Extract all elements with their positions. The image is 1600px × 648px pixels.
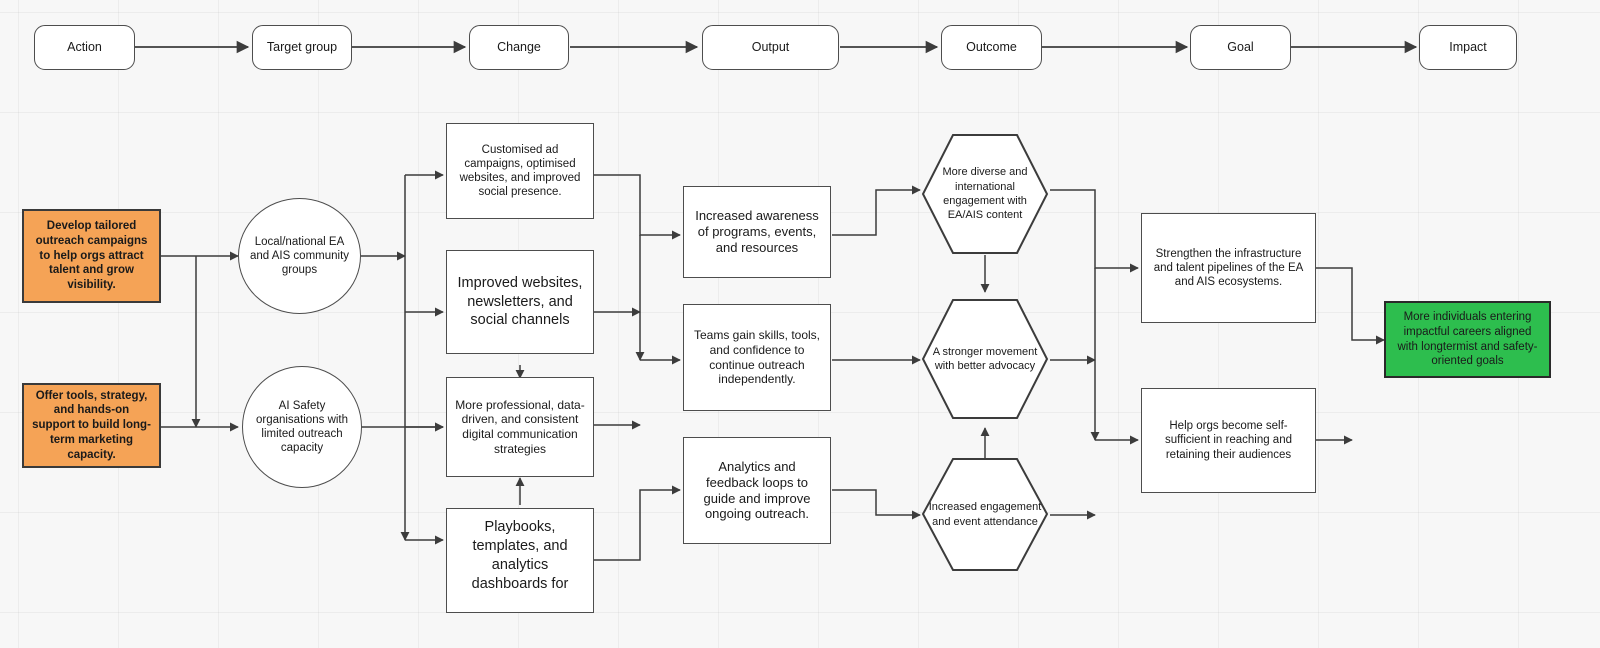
- hexagon-shape: [921, 299, 1049, 419]
- stage-target-group[interactable]: Target group: [252, 25, 352, 70]
- change-playbooks-label: Playbooks, templates, and analytics dash…: [471, 519, 569, 592]
- goal-self-sufficient-label: Help orgs become self-sufficient in reac…: [1164, 420, 1292, 461]
- hexagon-shape: [921, 458, 1049, 571]
- stage-change-label: Change: [497, 39, 541, 54]
- hexagon-shape: [921, 134, 1049, 254]
- target-community-groups[interactable]: Local/national EA and AIS community grou…: [238, 198, 361, 314]
- stage-action-label: Action: [67, 39, 102, 54]
- stage-outcome[interactable]: Outcome: [941, 25, 1042, 70]
- stage-output-label: Output: [751, 39, 790, 54]
- outcome-stronger-movement-label: A stronger movement with better advocacy: [932, 345, 1038, 372]
- action-tools-strategy[interactable]: Offer tools, strategy, and hands-on supp…: [22, 383, 161, 468]
- stage-impact-label: Impact: [1449, 39, 1487, 54]
- outcome-event-attendance[interactable]: Increased engagement and event attendanc…: [921, 457, 1049, 572]
- target-community-groups-label: Local/national EA and AIS community grou…: [249, 235, 350, 276]
- change-communication-label: More professional, data-driven, and cons…: [455, 397, 585, 456]
- goal-infrastructure-label: Strengthen the infrastructure and talent…: [1153, 247, 1304, 288]
- target-ai-safety-orgs-label: AI Safety organisations with limited out…: [255, 399, 349, 455]
- impact-careers-label: More individuals entering impactful care…: [1397, 310, 1538, 368]
- change-websites[interactable]: Improved websites, newsletters, and soci…: [446, 250, 594, 354]
- stage-impact[interactable]: Impact: [1419, 25, 1517, 70]
- stage-output[interactable]: Output: [702, 25, 839, 70]
- output-teams-skills[interactable]: Teams gain skills, tools, and confidence…: [683, 304, 831, 411]
- change-ad-campaigns-label: Customised ad campaigns, optimised websi…: [459, 143, 581, 199]
- output-analytics-label: Analytics and feedback loops to guide an…: [703, 458, 811, 522]
- stage-target-group-label: Target group: [266, 39, 338, 54]
- change-websites-label: Improved websites, newsletters, and soci…: [457, 274, 583, 329]
- stage-goal[interactable]: Goal: [1190, 25, 1291, 70]
- goal-infrastructure[interactable]: Strengthen the infrastructure and talent…: [1141, 213, 1316, 323]
- change-ad-campaigns[interactable]: Customised ad campaigns, optimised websi…: [446, 123, 594, 219]
- stage-goal-label: Goal: [1227, 39, 1254, 54]
- outcome-diverse-engagement[interactable]: More diverse and international engagemen…: [921, 133, 1049, 255]
- output-teams-skills-label: Teams gain skills, tools, and confidence…: [693, 328, 821, 387]
- outcome-stronger-movement[interactable]: A stronger movement with better advocacy: [921, 298, 1049, 420]
- stage-action[interactable]: Action: [34, 25, 135, 70]
- stage-change[interactable]: Change: [469, 25, 569, 70]
- goal-self-sufficient[interactable]: Help orgs become self-sufficient in reac…: [1141, 388, 1316, 493]
- change-communication[interactable]: More professional, data-driven, and cons…: [446, 377, 594, 477]
- stage-outcome-label: Outcome: [966, 39, 1017, 54]
- output-awareness-label: Increased awareness of programs, events,…: [695, 208, 819, 255]
- output-awareness[interactable]: Increased awareness of programs, events,…: [683, 186, 831, 278]
- impact-careers[interactable]: More individuals entering impactful care…: [1384, 301, 1551, 378]
- action-tools-strategy-label: Offer tools, strategy, and hands-on supp…: [32, 389, 151, 461]
- action-outreach-campaigns-label: Develop tailored outreach campaigns to h…: [35, 220, 148, 292]
- change-playbooks[interactable]: Playbooks, templates, and analytics dash…: [446, 508, 594, 613]
- target-ai-safety-orgs[interactable]: AI Safety organisations with limited out…: [242, 366, 362, 488]
- output-analytics[interactable]: Analytics and feedback loops to guide an…: [683, 437, 831, 544]
- outcome-event-attendance-label: Increased engagement and event attendanc…: [928, 501, 1042, 528]
- action-outreach-campaigns[interactable]: Develop tailored outreach campaigns to h…: [22, 209, 161, 303]
- outcome-diverse-engagement-label: More diverse and international engagemen…: [942, 166, 1028, 222]
